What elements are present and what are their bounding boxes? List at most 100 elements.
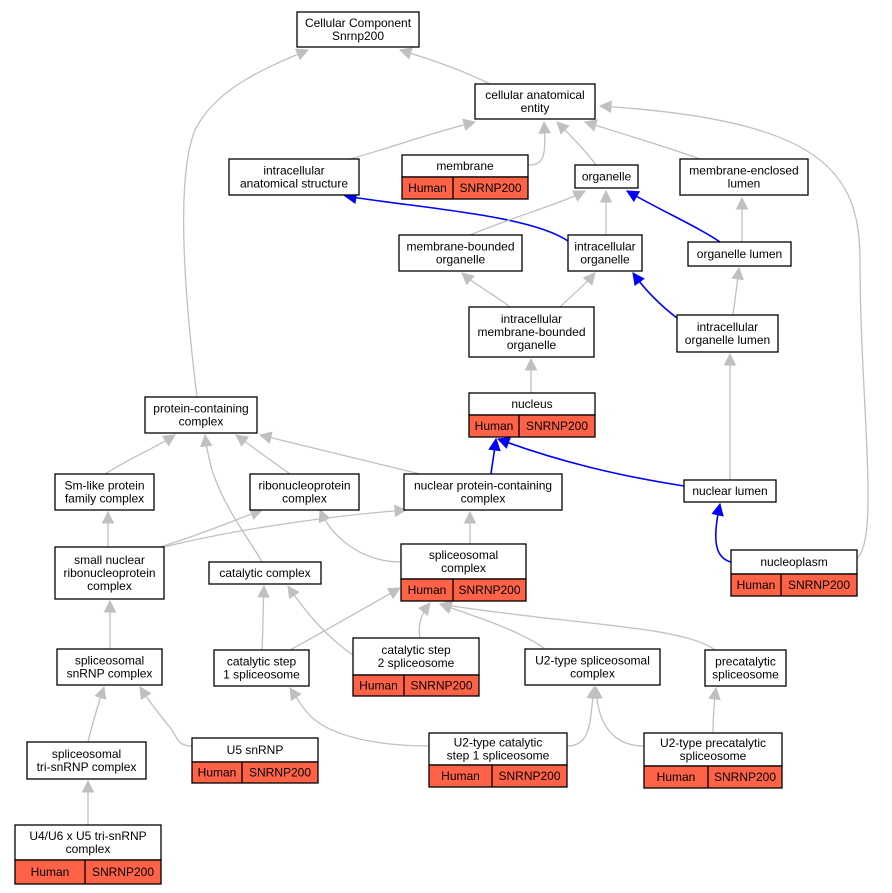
node-label-line: spliceosomal — [429, 548, 498, 562]
node-box — [56, 648, 163, 686]
edges-layer — [81, 47, 869, 825]
annotation-gene: SNRNP200 — [92, 865, 154, 879]
node-box — [524, 648, 661, 686]
node-box — [208, 561, 322, 585]
arrow-head — [462, 118, 477, 131]
edge-spliceosomal-complex-to-nuclear-protein-containing-complex — [463, 510, 477, 544]
edge-small-nuclear-ribonucleoprotein-complex-to-sm-like-protein-family-complex — [101, 510, 115, 547]
node-organelle-lumen[interactable]: organelle lumen — [687, 241, 792, 267]
node-label-line: ribonucleoprotein — [63, 566, 155, 580]
annotation-box — [191, 761, 319, 784]
edge-precatalytic-spliceosome-to-spliceosomal-complex — [438, 599, 716, 651]
annotation-gene: SNRNP200 — [498, 769, 560, 783]
arrow-head — [626, 190, 641, 203]
node-label-line: organelle — [582, 170, 632, 184]
arrow-head — [590, 685, 603, 699]
arrow-head — [287, 585, 300, 600]
arrow-head — [386, 587, 401, 600]
node-label-line: 2 spliceosome — [378, 656, 455, 670]
edge-catalytic-complex-to-protein-containing-complex — [200, 433, 263, 563]
edge-u2-type-catalytic-step-1-spliceosome-to-catalytic-step-1-spliceosome — [289, 687, 430, 747]
node-catalytic-complex[interactable]: catalytic complex — [208, 561, 322, 585]
arrow-head — [139, 686, 152, 701]
edge-u5-snrnp-to-spliceosomal-snrnp-complex — [139, 686, 193, 747]
arrow-head — [81, 779, 95, 793]
node-box — [54, 473, 155, 511]
node-label-line: nucleus — [511, 397, 552, 411]
node-box — [730, 549, 858, 575]
edge-intracellular-anatomical-structure-to-cellular-anatomical-entity — [349, 118, 477, 160]
node-label-line: membrane-bounded — [406, 240, 514, 254]
edge-sm-like-protein-family-complex-to-protein-containing-complex — [104, 434, 176, 475]
annotation-species: Human — [441, 769, 480, 783]
arrow-head — [463, 510, 477, 524]
arrow-head — [583, 119, 598, 132]
node-box — [296, 11, 420, 48]
arrow-head — [318, 508, 331, 524]
annotation-species: Human — [737, 578, 776, 592]
node-label-line: spliceosomal — [52, 747, 121, 761]
annotation-gene: SNRNP200 — [788, 578, 850, 592]
arrow-head — [598, 100, 612, 114]
node-box — [249, 473, 360, 511]
node-box — [683, 479, 777, 503]
node-box — [687, 241, 792, 267]
node-box — [574, 164, 639, 189]
node-nuclear-lumen[interactable]: nuclear lumen — [683, 479, 777, 503]
node-label-line: complex — [461, 492, 506, 506]
annotation-gene: SNRNP200 — [249, 766, 311, 780]
annotation-gene: SNRNP200 — [459, 181, 521, 195]
edge-small-nuclear-ribonucleoprotein-complex-to-nuclear-protein-containing-complex — [163, 504, 408, 548]
edge-organelle-to-cellular-anatomical-entity — [556, 121, 597, 166]
node-label-line: nucleoplasm — [760, 555, 827, 569]
arrow-head — [571, 190, 587, 202]
node-label-line: protein-containing — [153, 402, 248, 416]
edge-catalytic-step-1-spliceosome-to-catalytic-complex — [257, 584, 270, 651]
node-box — [14, 824, 162, 861]
edge-membrane-to-cellular-anatomical-entity — [527, 120, 551, 166]
arrow-head — [94, 685, 107, 700]
arrow-head — [496, 437, 511, 449]
edge-u4-u6-x-u5-tri-snrnp-complex-to-spliceosomal-tri-snrnp-complex — [81, 779, 95, 825]
node-box — [567, 234, 643, 272]
node-label-line: catalytic step — [227, 655, 297, 669]
edge-protein-containing-complex-to-cellular-component — [182, 48, 310, 398]
edge-intracellular-organelle-to-organelle — [599, 189, 613, 235]
arrow-head — [417, 602, 431, 616]
edge-membrane-bounded-organelle-to-organelle — [469, 190, 587, 236]
node-label-line: U2-type spliceosomal — [535, 654, 650, 668]
edge-nuclear-protein-containing-complex-to-protein-containing-complex — [258, 431, 421, 475]
annotation-box — [643, 765, 783, 789]
arrow-head — [632, 272, 645, 287]
node-organelle[interactable]: organelle — [574, 164, 639, 189]
node-label-line: small nuclear — [74, 553, 145, 567]
